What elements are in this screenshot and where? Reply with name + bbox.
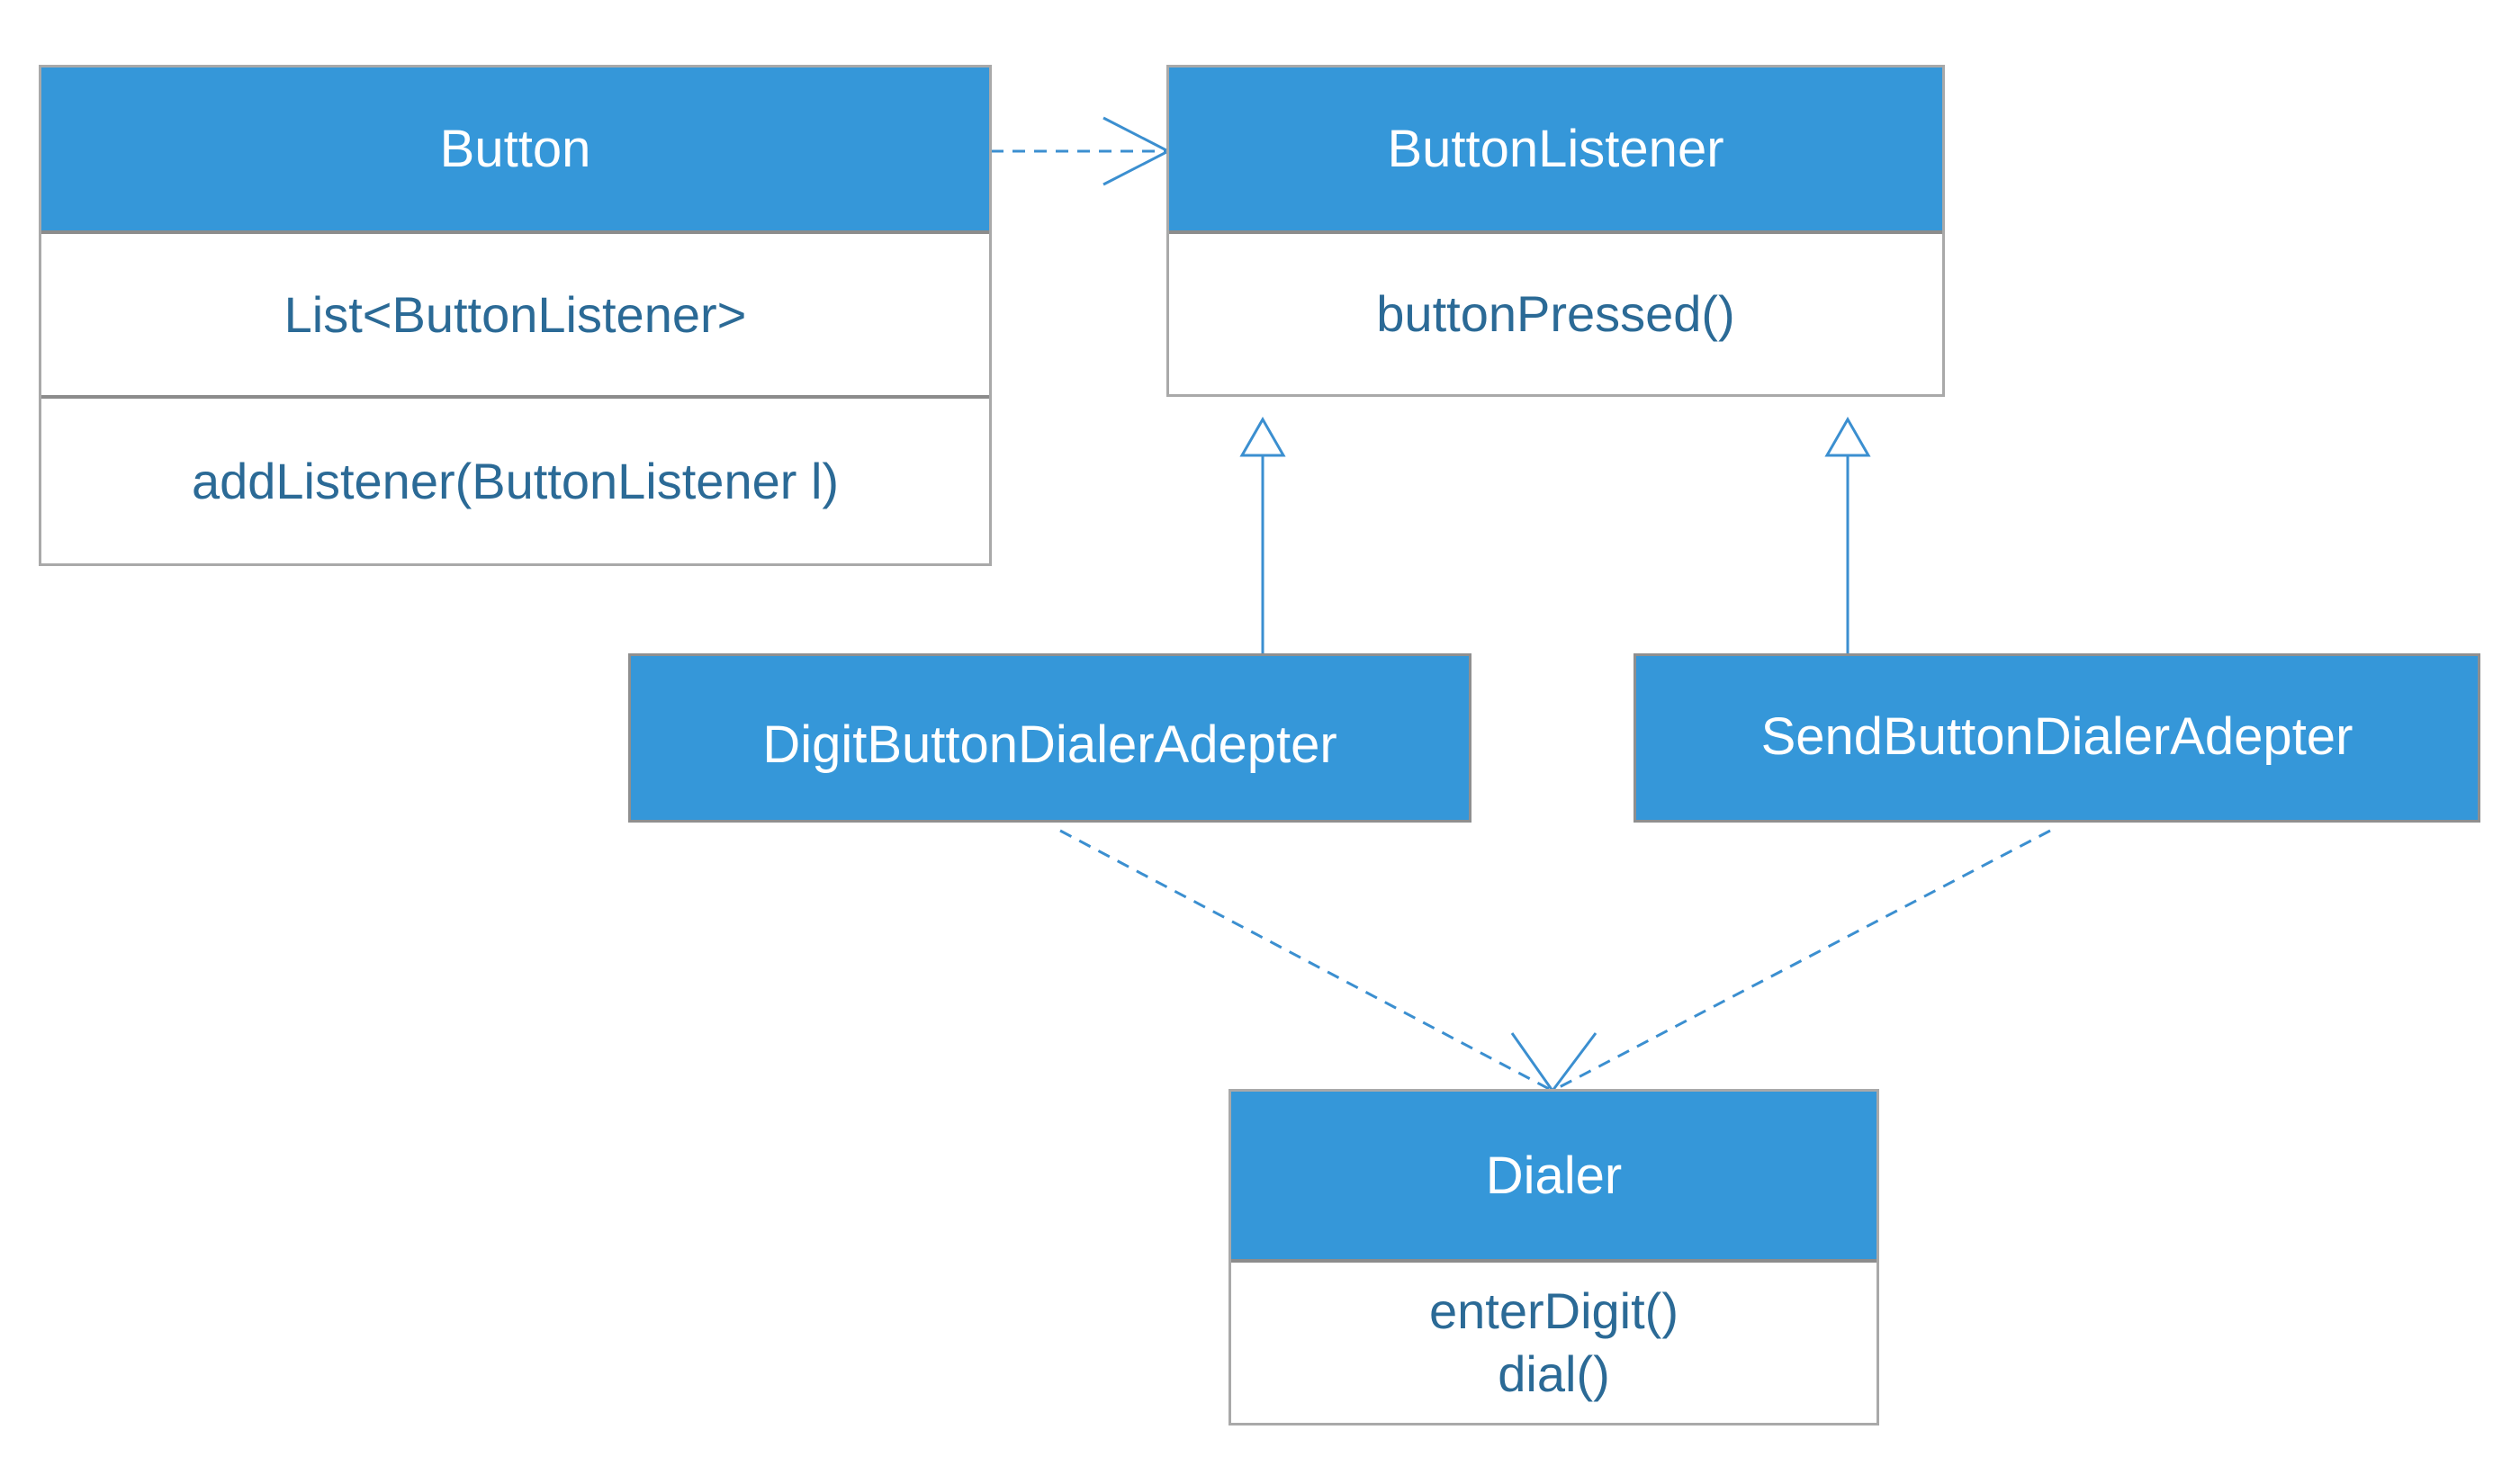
class-send-adapter[interactable]: SendButtonDialerAdepter [1634, 653, 2480, 823]
attribute-listener-list: List<ButtonListener> [284, 285, 747, 343]
class-dialer[interactable]: Dialer enterDigit() dial() [1228, 1089, 1879, 1426]
class-send-adapter-header: SendButtonDialerAdepter [1636, 656, 2478, 820]
class-button-listener-methods: buttonPressed() [1169, 230, 1942, 394]
dependency-send-to-dialer [1552, 829, 2051, 1093]
class-button-listener-header: ButtonListener [1169, 67, 1942, 230]
class-button-listener[interactable]: ButtonListener buttonPressed() [1166, 65, 1945, 397]
class-send-adapter-name: SendButtonDialerAdepter [1760, 706, 2354, 766]
class-digit-adapter-header: DigitButtonDialerAdepter [631, 656, 1469, 820]
realization-send-to-listener [1824, 416, 1871, 653]
realization-digit-to-listener [1239, 416, 1286, 653]
method-dial: dial() [1498, 1345, 1610, 1402]
method-add-listener: addListener(ButtonListener l) [191, 452, 840, 509]
class-button-listener-name: ButtonListener [1387, 120, 1724, 178]
class-digit-adapter[interactable]: DigitButtonDialerAdepter [628, 653, 1472, 823]
class-digit-adapter-name: DigitButtonDialerAdepter [762, 715, 1337, 774]
class-button-name: Button [439, 120, 591, 178]
method-button-pressed: buttonPressed() [1376, 285, 1735, 342]
class-dialer-header: Dialer [1231, 1092, 1876, 1259]
class-button-methods: addListener(ButtonListener l) [41, 395, 989, 563]
class-dialer-methods: enterDigit() dial() [1231, 1259, 1876, 1423]
class-button-attributes: List<ButtonListener> [41, 230, 989, 395]
class-button[interactable]: Button List<ButtonListener> addListener(… [39, 65, 992, 566]
class-button-header: Button [41, 67, 989, 230]
dependency-digit-to-dialer [1059, 829, 1553, 1093]
class-dialer-name: Dialer [1485, 1146, 1623, 1205]
dialer-open-arrowhead [1510, 1032, 1598, 1093]
dependency-button-to-listener [991, 116, 1172, 186]
method-enter-digit: enterDigit() [1429, 1282, 1678, 1339]
